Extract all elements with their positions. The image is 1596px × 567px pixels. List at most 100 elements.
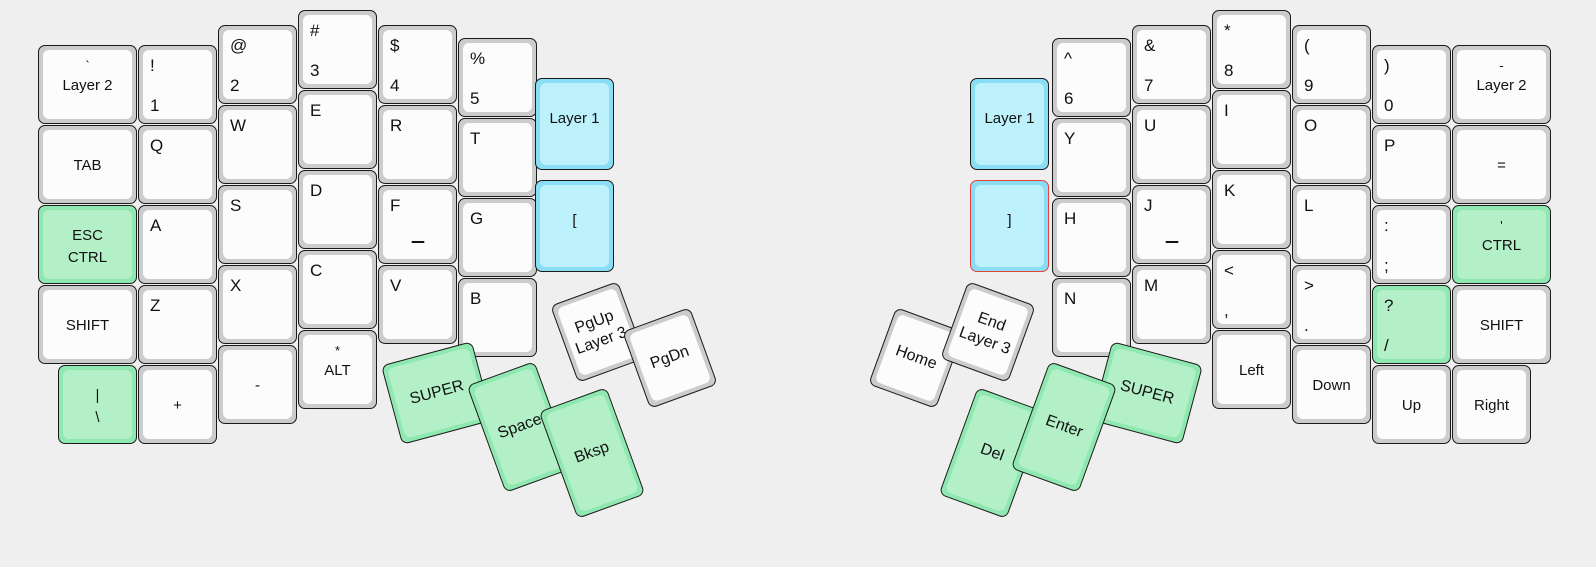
key-r-c0-r3[interactable]: SHIFT	[1452, 285, 1551, 364]
keycap-surface: Z	[143, 290, 212, 359]
key-legend-line2: \	[95, 409, 100, 426]
key-l-c0-r4[interactable]: |\	[58, 365, 137, 444]
keycap-surface: `Layer 2	[43, 50, 132, 119]
key-r-c6-r0[interactable]: Layer 1	[970, 78, 1049, 170]
key-l-c4-r0[interactable]: $4	[378, 25, 457, 104]
key-l-c3-r2[interactable]: D	[298, 170, 377, 249]
key-l-c2-r0[interactable]: @2	[218, 25, 297, 104]
key-r-c2-r3[interactable]: >.	[1292, 265, 1371, 344]
key-r-c3-r1[interactable]: I	[1212, 90, 1291, 169]
key-legend-base: M	[1144, 276, 1159, 295]
key-l-c2-r1[interactable]: W	[218, 105, 297, 184]
key-l-c5-r2[interactable]: G	[458, 198, 537, 277]
key-r-c1-r1[interactable]: P	[1372, 125, 1451, 204]
keycap-surface: :;	[1377, 210, 1446, 279]
key-legend-base: W	[230, 116, 247, 135]
key-legend-base: 9	[1304, 76, 1314, 95]
keycap-surface: =	[1457, 130, 1546, 199]
key-r-c3-r2[interactable]: K	[1212, 170, 1291, 249]
key-r-c4-r2[interactable]: J	[1132, 185, 1211, 264]
key-legend-shifted: (	[1304, 36, 1310, 55]
key-l-th-pgdn[interactable]: PgDn	[622, 307, 718, 409]
key-r-th-enter[interactable]: Enter	[1010, 361, 1118, 493]
key-legend-base: S	[230, 196, 242, 215]
key-l-c6-r1[interactable]: [	[535, 180, 614, 272]
key-r-c0-r1[interactable]: =	[1452, 125, 1551, 204]
key-legend-shifted: @	[230, 36, 248, 55]
key-l-c1-r2[interactable]: A	[138, 205, 217, 284]
key-r-c1-r0[interactable]: )0	[1372, 45, 1451, 124]
keycap-surface: -	[223, 350, 292, 419]
key-l-c1-r1[interactable]: Q	[138, 125, 217, 204]
keycap-surface: 'CTRL	[1457, 210, 1546, 279]
key-legend-shifted: *	[1224, 21, 1231, 40]
key-r-c3-r3[interactable]: <,	[1212, 250, 1291, 329]
key-l-c3-r1[interactable]: E	[298, 90, 377, 169]
key-r-c1-r3[interactable]: ?/	[1372, 285, 1451, 364]
key-legend-stack: Home	[883, 338, 948, 378]
key-r-c4-r0[interactable]: &7	[1132, 25, 1211, 104]
key-legend-shifted: ^	[1064, 49, 1072, 68]
key-l-c3-r3[interactable]: C	[298, 250, 377, 329]
keycap-surface: B	[463, 283, 532, 352]
key-l-c2-r2[interactable]: S	[218, 185, 297, 264]
key-legend-line2: CTRL	[67, 249, 108, 266]
keycap-surface: -Layer 2	[1457, 50, 1546, 119]
key-r-c4-r1[interactable]: U	[1132, 105, 1211, 184]
key-l-c4-r3[interactable]: V	[378, 265, 457, 344]
key-r-c5-r2[interactable]: H	[1052, 198, 1131, 277]
keycap-surface: E	[303, 95, 372, 164]
key-r-c3-r0[interactable]: *8	[1212, 10, 1291, 89]
keycap-surface: A	[143, 210, 212, 279]
key-r-c5-r1[interactable]: Y	[1052, 118, 1131, 197]
key-l-c4-r2[interactable]: F	[378, 185, 457, 264]
key-legend-base: A	[150, 216, 162, 235]
key-r-c5-r3[interactable]: N	[1052, 278, 1131, 357]
keycap-surface: )0	[1377, 50, 1446, 119]
key-r-c1-r4[interactable]: Up	[1372, 365, 1451, 444]
key-legend-base: U	[1144, 116, 1157, 135]
key-r-c0-r4[interactable]: Right	[1452, 365, 1531, 444]
key-r-c5-r0[interactable]: ^6	[1052, 38, 1131, 117]
key-r-c4-r3[interactable]: M	[1132, 265, 1211, 344]
key-legend-base: ,	[1224, 301, 1229, 320]
key-r-c1-r2[interactable]: :;	[1372, 205, 1451, 284]
key-l-c4-r1[interactable]: R	[378, 105, 457, 184]
key-r-c2-r4[interactable]: Down	[1292, 345, 1371, 424]
key-r-c2-r2[interactable]: L	[1292, 185, 1371, 264]
key-l-c5-r1[interactable]: T	[458, 118, 537, 197]
key-l-c0-r0[interactable]: `Layer 2	[38, 45, 137, 124]
key-legend-stack: SUPER	[1104, 372, 1190, 413]
key-legend-base: V	[390, 276, 402, 295]
key-l-c1-r0[interactable]: !1	[138, 45, 217, 124]
keycap-surface: TAB	[43, 130, 132, 199]
keycap-surface: N	[1057, 283, 1126, 352]
key-l-c1-r4[interactable]: +	[138, 365, 217, 444]
key-r-c3-r4[interactable]: Left	[1212, 330, 1291, 409]
key-l-c0-r1[interactable]: TAB	[38, 125, 137, 204]
key-r-c0-r0[interactable]: -Layer 2	[1452, 45, 1551, 124]
key-legend-label: Bksp	[572, 438, 612, 467]
key-l-c2-r3[interactable]: X	[218, 265, 297, 344]
key-l-th-bksp[interactable]: Bksp	[538, 387, 646, 519]
key-r-c6-r1[interactable]: ]	[970, 180, 1049, 272]
key-legend-label: ALT	[324, 362, 351, 379]
key-l-c1-r3[interactable]: Z	[138, 285, 217, 364]
key-legend-shifted: *	[334, 343, 341, 358]
key-r-c0-r2[interactable]: 'CTRL	[1452, 205, 1551, 284]
key-l-c3-r0[interactable]: #3	[298, 10, 377, 89]
keycap-surface: J	[1137, 190, 1206, 259]
key-l-c2-r4[interactable]: -	[218, 345, 297, 424]
key-l-c0-r3[interactable]: SHIFT	[38, 285, 137, 364]
key-l-c6-r0[interactable]: Layer 1	[535, 78, 614, 170]
key-l-c5-r0[interactable]: %5	[458, 38, 537, 117]
keycap-surface: PgDn	[628, 313, 712, 403]
key-r-c2-r1[interactable]: O	[1292, 105, 1371, 184]
key-legend-label: Right	[1473, 397, 1510, 414]
key-l-c3-r4[interactable]: * ALT	[298, 330, 377, 409]
key-r-c2-r0[interactable]: (9	[1292, 25, 1371, 104]
